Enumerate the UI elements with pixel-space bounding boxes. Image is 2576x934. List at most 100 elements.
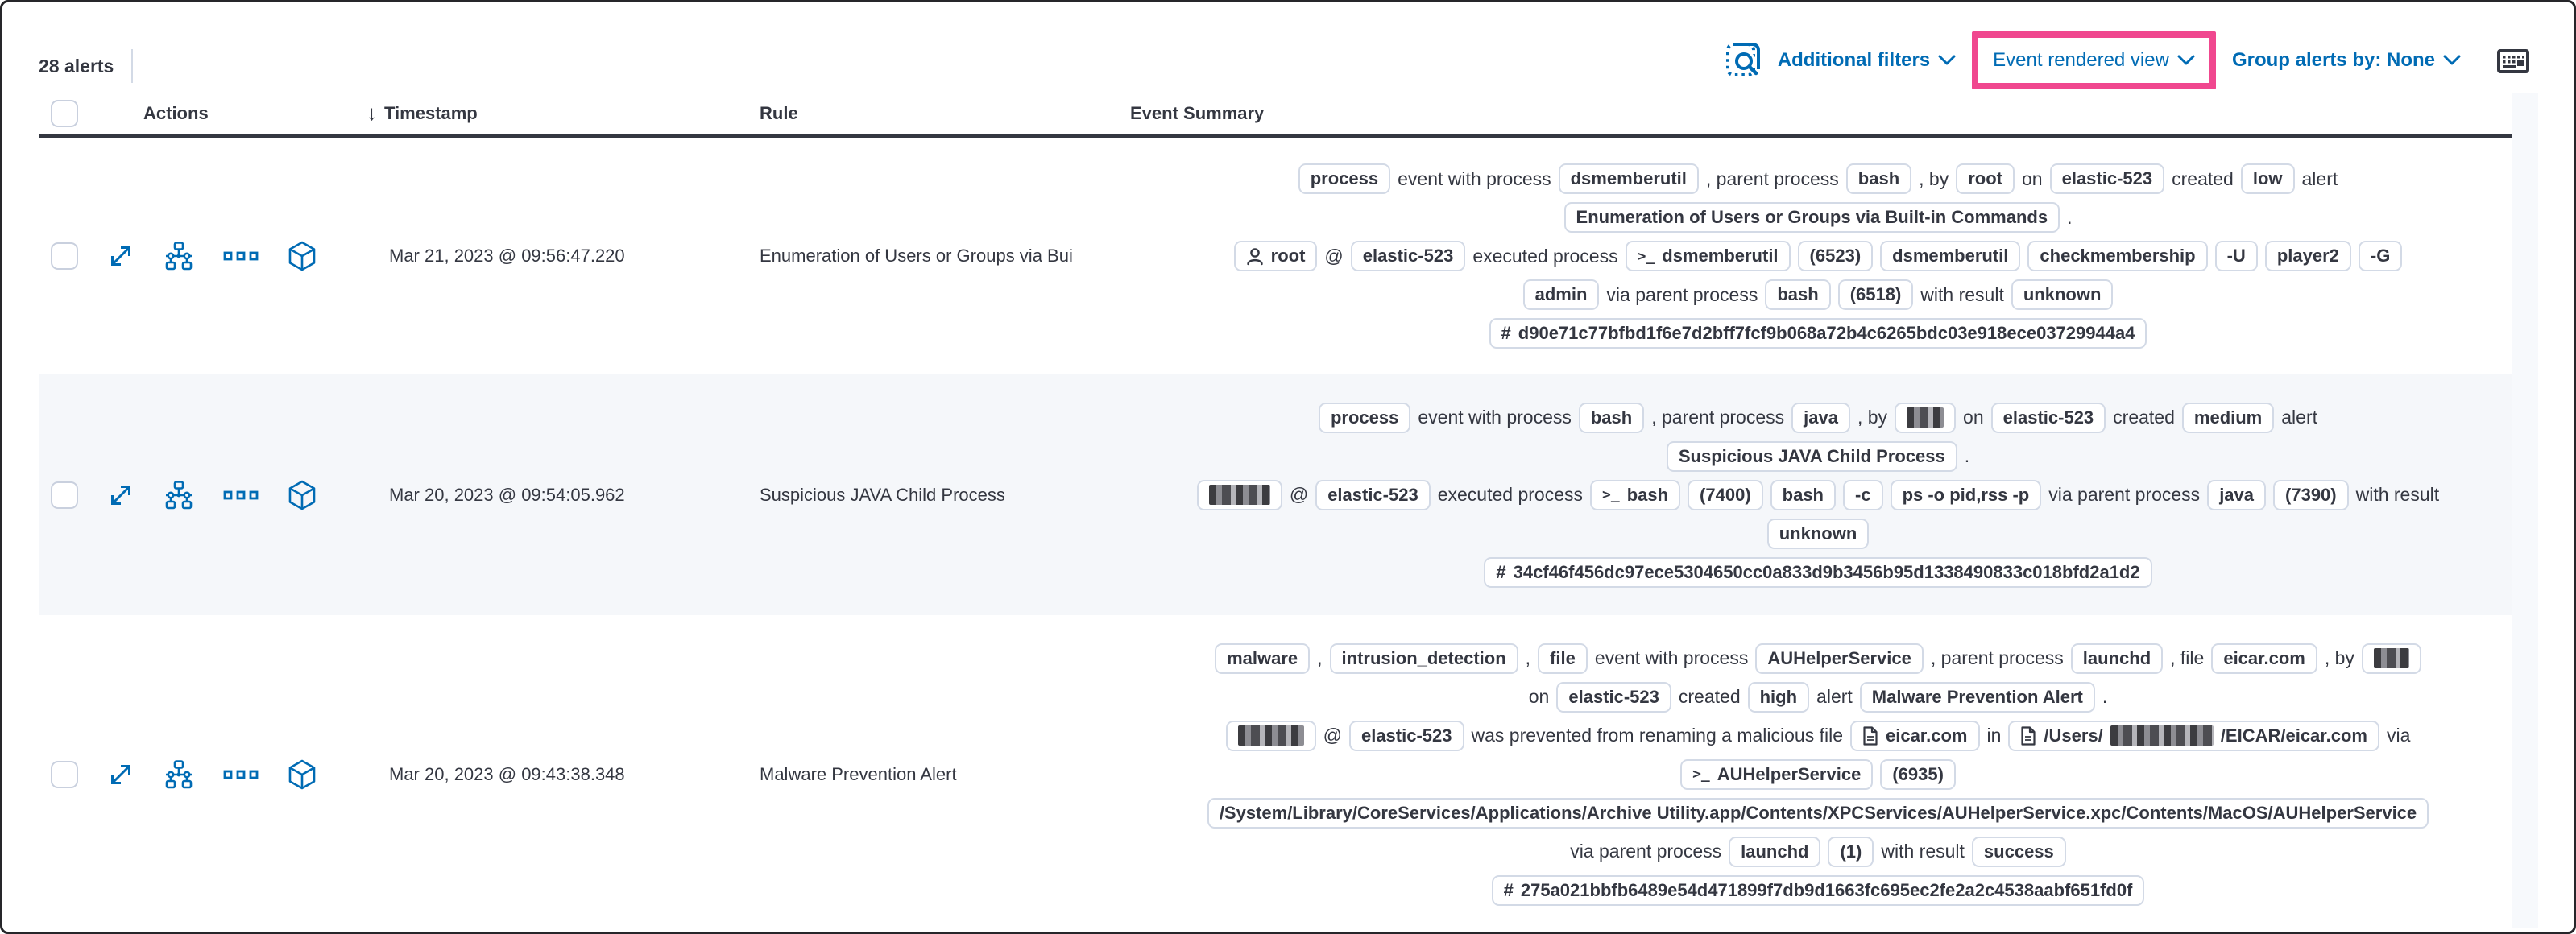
field-badge[interactable]: file xyxy=(1538,643,1588,674)
summary-text: . xyxy=(1964,445,1970,466)
more-actions-icon[interactable] xyxy=(223,481,259,509)
field-badge[interactable]: >_dsmemberutil xyxy=(1625,241,1791,271)
field-badge[interactable]: process xyxy=(1298,163,1391,194)
select-alert-checkbox[interactable] xyxy=(51,481,78,509)
field-badge[interactable]: intrusion_detection xyxy=(1329,643,1518,674)
field-badge[interactable]: elastic-523 xyxy=(1990,402,2106,433)
field-badge[interactable]: checkmembership xyxy=(2027,241,2208,271)
scrollbar-track[interactable] xyxy=(2512,93,2538,928)
field-badge[interactable]: (7400) xyxy=(1688,479,1763,510)
field-badge[interactable]: Malware Prevention Alert xyxy=(1859,681,2095,713)
field-badge[interactable]: >_AUHelperService xyxy=(1680,758,1874,790)
field-badge[interactable]: elastic-523 xyxy=(1348,720,1464,751)
event-rendered-view-dropdown[interactable]: Event rendered view xyxy=(1972,31,2216,89)
terminal-icon: >_ xyxy=(1692,766,1710,783)
field-badge[interactable] xyxy=(1225,720,1316,751)
field-badge[interactable]: success xyxy=(1971,836,2066,867)
field-badge[interactable]: admin xyxy=(1522,279,1600,310)
field-badge[interactable]: Suspicious JAVA Child Process xyxy=(1666,440,1957,472)
field-badge[interactable]: >_bash xyxy=(1590,479,1681,510)
field-badge[interactable]: root xyxy=(1956,163,2015,194)
field-badge[interactable]: -G xyxy=(2358,241,2403,271)
field-badge[interactable]: process xyxy=(1318,402,1411,433)
field-badge[interactable]: launchd xyxy=(1729,836,1821,867)
field-badge[interactable] xyxy=(1895,402,1957,433)
field-badge[interactable]: (6935) xyxy=(1880,758,1956,790)
session-view-icon[interactable] xyxy=(288,480,317,510)
select-all-checkbox[interactable] xyxy=(51,99,78,127)
expand-alert-icon[interactable] xyxy=(107,761,135,788)
badge-text: java xyxy=(1804,407,1838,428)
group-alerts-dropdown[interactable]: Group alerts by: None xyxy=(2232,49,2461,72)
field-badge[interactable]: /System/Library/CoreServices/Application… xyxy=(1207,797,2429,829)
hash-badge[interactable]: #275a021bbfb6489e54d471899f7db9d1663fc69… xyxy=(1491,874,2145,906)
session-view-icon[interactable] xyxy=(288,759,317,790)
field-badge[interactable]: Enumeration of Users or Groups via Built… xyxy=(1563,202,2060,233)
field-badge[interactable]: bash xyxy=(1845,163,1912,194)
badge-text: /Users/ xyxy=(2044,725,2103,746)
select-alert-checkbox[interactable] xyxy=(51,760,78,788)
field-badge[interactable]: java xyxy=(2207,479,2267,510)
field-badge[interactable]: (6518) xyxy=(1837,279,1914,310)
field-badge[interactable]: root xyxy=(1233,241,1318,271)
field-badge[interactable]: elastic-523 xyxy=(1350,241,1466,271)
row-actions-cell xyxy=(107,480,333,510)
analyze-event-icon[interactable] xyxy=(164,480,194,510)
select-alert-checkbox[interactable] xyxy=(51,242,78,270)
field-badge[interactable]: elastic-523 xyxy=(2049,163,2165,194)
field-badge[interactable]: launchd xyxy=(2070,643,2164,674)
hash-badge[interactable]: #34cf46f456dc97ece5304650cc0a833d9b3456b… xyxy=(1484,556,2152,588)
field-badge[interactable]: unknown xyxy=(2011,279,2114,310)
field-badge[interactable]: (7390) xyxy=(2273,479,2349,510)
field-badge[interactable]: low xyxy=(2240,163,2295,194)
badge-text: elastic-523 xyxy=(1360,725,1452,746)
analyze-event-icon[interactable] xyxy=(164,242,194,271)
more-actions-icon[interactable] xyxy=(223,761,259,788)
rule-cell[interactable]: Enumeration of Users or Groups via Bui xyxy=(760,246,1073,266)
field-badge[interactable]: bash xyxy=(1765,279,1831,310)
column-header-timestamp[interactable]: ↓ Timestamp xyxy=(367,101,478,125)
field-badge[interactable]: java xyxy=(1791,402,1850,433)
field-badge[interactable]: AUHelperService xyxy=(1755,643,1924,674)
badge-text: root xyxy=(1270,246,1306,266)
field-badge[interactable]: dsmemberutil xyxy=(1880,241,2021,271)
field-badge[interactable] xyxy=(2361,643,2421,674)
session-view-icon[interactable] xyxy=(288,241,317,271)
field-badge[interactable]: elastic-523 xyxy=(1315,479,1431,510)
field-badge[interactable]: malware xyxy=(1215,643,1311,674)
more-actions-icon[interactable] xyxy=(223,242,259,270)
badge-text: player2 xyxy=(2276,246,2339,266)
chevron-down-icon xyxy=(2443,55,2461,65)
field-badge[interactable]: bash xyxy=(1578,402,1645,433)
field-badge[interactable]: -c xyxy=(1843,479,1883,510)
field-badge[interactable]: eicar.com xyxy=(2211,643,2317,674)
hash-icon: # xyxy=(1503,879,1514,900)
hash-badge[interactable]: #d90e71c77bfbd1f6e7d2bff7fcf9b068a72b4c6… xyxy=(1489,318,2147,349)
badge-text: -G xyxy=(2370,246,2391,266)
field-badge[interactable] xyxy=(1196,479,1282,510)
analyze-event-icon[interactable] xyxy=(164,759,194,789)
field-badge[interactable]: -U xyxy=(2214,241,2258,271)
field-badge[interactable]: bash xyxy=(1770,479,1836,510)
field-badge[interactable]: player2 xyxy=(2264,241,2351,271)
rule-cell[interactable]: Suspicious JAVA Child Process xyxy=(760,484,1005,505)
field-badge[interactable]: elastic-523 xyxy=(1556,681,1671,713)
field-badge[interactable]: high xyxy=(1747,681,1810,713)
expand-alert-icon[interactable] xyxy=(107,481,135,509)
expand-alert-icon[interactable] xyxy=(107,242,135,270)
rule-cell[interactable]: Malware Prevention Alert xyxy=(760,763,957,784)
keyboard-shortcuts-icon[interactable] xyxy=(2497,49,2529,76)
field-badge[interactable]: (1) xyxy=(1828,836,1874,867)
field-badge[interactable]: /Users//EICAR/eicar.com xyxy=(2008,720,2379,751)
field-badge[interactable]: (6523) xyxy=(1797,241,1874,271)
field-badge[interactable]: dsmemberutil xyxy=(1558,163,1699,194)
additional-filters-dropdown[interactable]: Additional filters xyxy=(1778,49,1956,72)
field-badge[interactable]: ps -o pid,rss -p xyxy=(1890,479,2042,510)
badge-text: (6518) xyxy=(1849,284,1902,304)
inspect-icon[interactable] xyxy=(1723,40,1762,81)
field-badge[interactable]: unknown xyxy=(1766,518,1870,549)
field-badge[interactable]: medium xyxy=(2181,402,2275,433)
field-badge[interactable]: eicar.com xyxy=(1849,720,1980,751)
badge-text: bash xyxy=(1777,284,1819,304)
